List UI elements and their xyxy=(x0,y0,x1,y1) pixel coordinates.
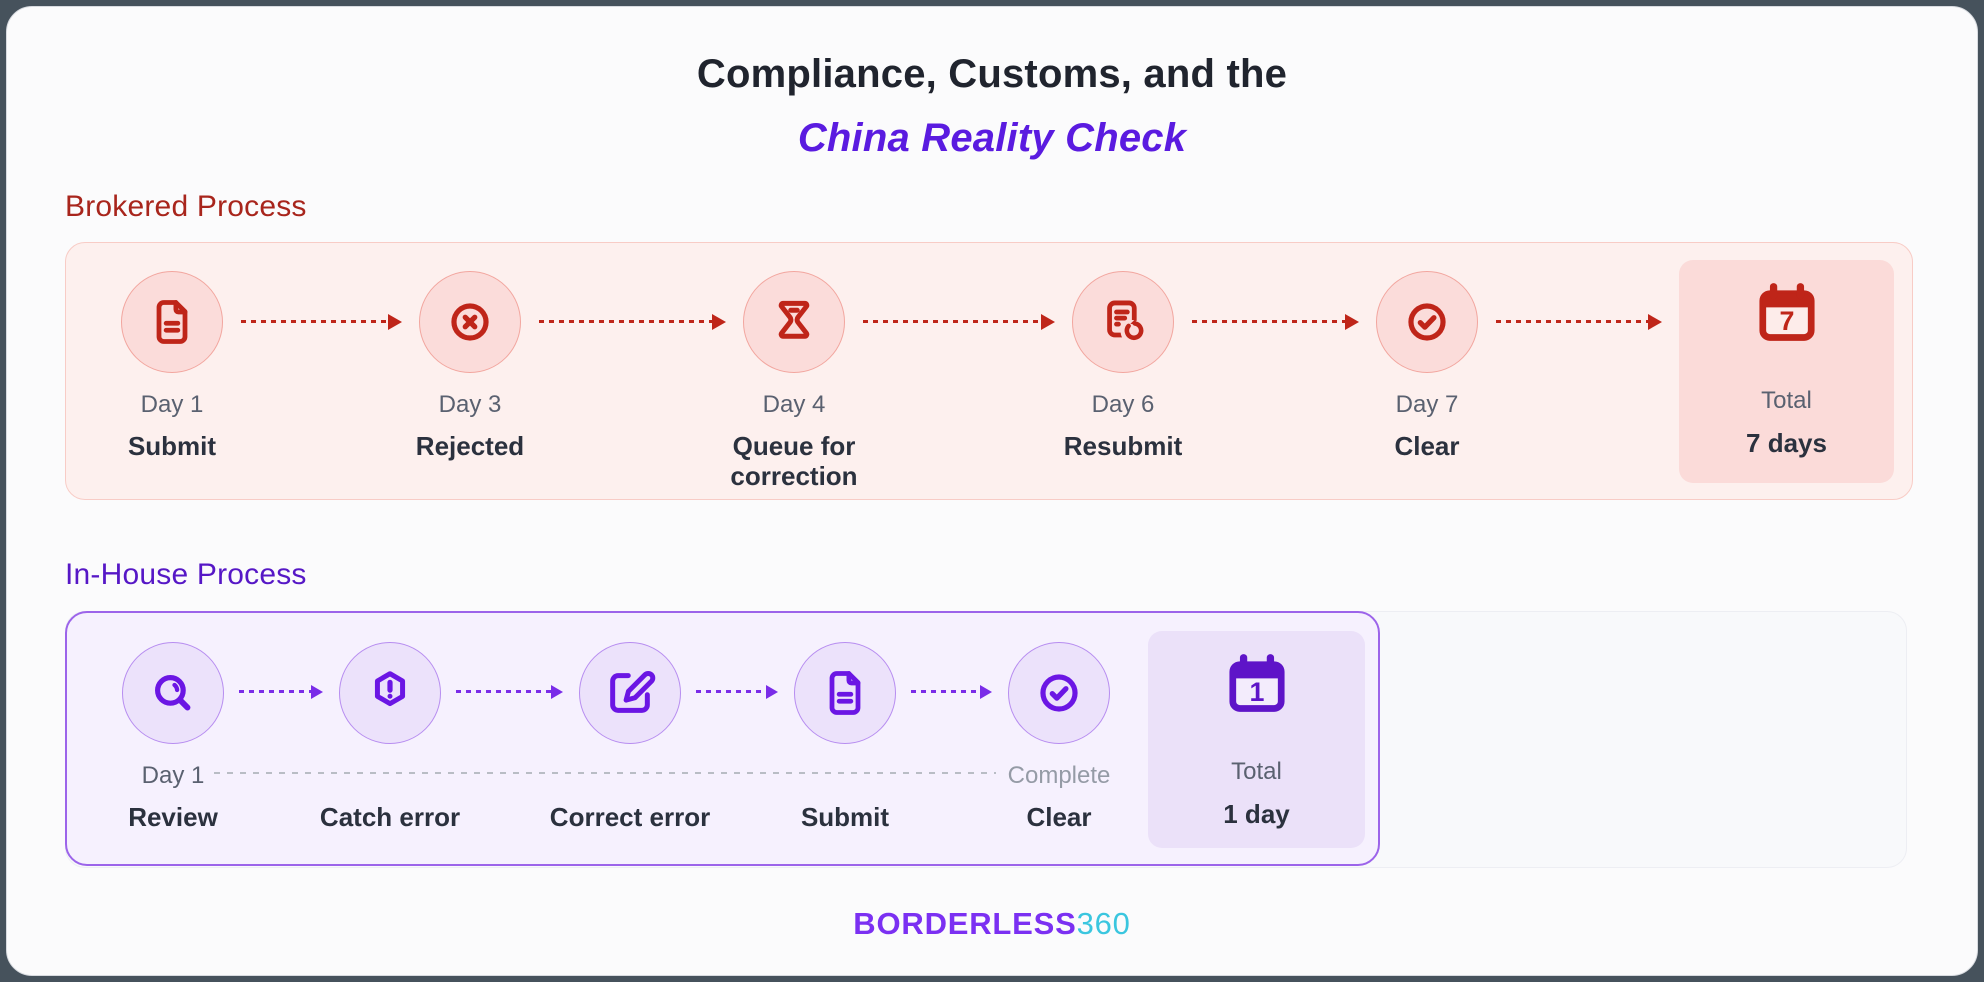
step-submit: Submit xyxy=(735,642,955,832)
x-circle-icon xyxy=(451,303,489,341)
step-name: Submit xyxy=(127,431,217,461)
hexagon-alert-icon xyxy=(374,671,406,707)
arrow-right-icon xyxy=(456,690,552,693)
step-submit: Day 1 Submit xyxy=(62,271,282,461)
search-icon xyxy=(155,675,191,711)
inhouse-process-label: In-House Process xyxy=(65,558,307,591)
step-name: Review xyxy=(128,802,218,832)
page-title-line2: China Reality Check xyxy=(797,116,1187,160)
document-refresh-icon xyxy=(1107,300,1145,344)
step-review: Day 1 Review xyxy=(63,642,283,832)
brand-name-secondary: 360 xyxy=(1076,906,1131,941)
step-circle xyxy=(339,642,441,744)
brokered-process-box: Day 1 Submit Day 3 Rejected Day 4 Queue xyxy=(65,242,1913,500)
step-correct-error: Correct error xyxy=(520,642,740,832)
check-circle-icon xyxy=(1040,674,1078,712)
step-day: Day 4 xyxy=(762,391,826,418)
check-circle-icon xyxy=(1408,303,1446,341)
timeline-dotted-line xyxy=(214,772,996,774)
total-value: 1 day xyxy=(1223,799,1290,829)
inhouse-process-box: Day 1 Review Catch error Co xyxy=(65,611,1380,866)
step-name: Rejected xyxy=(415,431,525,461)
step-day: Day 3 xyxy=(438,391,502,418)
step-name: Clear xyxy=(1394,431,1460,461)
arrow-right-icon xyxy=(863,320,1042,323)
step-queue-for-correction: Day 4 Queue for correction xyxy=(684,271,904,491)
step-rejected: Day 3 Rejected xyxy=(360,271,580,461)
inhouse-total-card: 1 Total 1 day xyxy=(1148,631,1365,848)
step-day: Day 6 xyxy=(1091,391,1155,418)
step-name: Clear xyxy=(1026,802,1092,832)
arrow-right-icon xyxy=(241,320,389,323)
total-label: Total xyxy=(1231,758,1282,785)
calendar-number: 1 xyxy=(1249,677,1264,707)
step-clear: Day 7 Clear xyxy=(1317,271,1537,461)
document-icon xyxy=(156,300,188,344)
page-title-line1: Compliance, Customs, and the xyxy=(696,52,1288,96)
step-name: Correct error xyxy=(549,802,711,832)
step-circle xyxy=(794,642,896,744)
brokered-process-label: Brokered Process xyxy=(65,190,307,223)
brokered-total-card: 7 Total 7 days xyxy=(1679,260,1894,483)
step-day: Day 7 xyxy=(1395,391,1459,418)
calendar-icon: 7 xyxy=(1758,283,1815,341)
step-circle xyxy=(579,642,681,744)
arrow-right-icon xyxy=(539,320,713,323)
step-day: Complete xyxy=(1007,762,1111,789)
step-day: Day 1 xyxy=(141,762,205,789)
brand-logo: BORDERLESS360 xyxy=(0,906,1984,942)
step-circle xyxy=(1008,642,1110,744)
calendar-icon: 1 xyxy=(1228,654,1285,712)
step-circle xyxy=(419,271,521,373)
step-resubmit: Day 6 Resubmit xyxy=(1013,271,1233,461)
step-circle xyxy=(1376,271,1478,373)
step-name: Resubmit xyxy=(1063,431,1183,461)
arrow-right-icon xyxy=(1496,320,1649,323)
step-name: Queue for correction xyxy=(730,431,858,492)
arrow-right-icon xyxy=(911,690,981,693)
total-label: Total xyxy=(1761,387,1812,414)
arrow-right-icon xyxy=(239,690,312,693)
step-catch-error: Catch error xyxy=(280,642,500,832)
calendar-number: 7 xyxy=(1779,306,1794,336)
step-day: Day 1 xyxy=(140,391,204,418)
step-name: Catch error xyxy=(319,802,461,832)
step-circle xyxy=(743,271,845,373)
total-value: 7 days xyxy=(1746,428,1827,458)
brand-name-primary: BORDERLESS xyxy=(853,906,1077,941)
step-circle xyxy=(122,642,224,744)
step-name: Submit xyxy=(800,802,890,832)
document-icon xyxy=(829,671,861,715)
arrow-right-icon xyxy=(1192,320,1346,323)
step-clear: Complete Clear xyxy=(949,642,1169,832)
step-circle xyxy=(121,271,223,373)
edit-icon xyxy=(610,670,656,713)
hourglass-icon xyxy=(778,300,810,339)
arrow-right-icon xyxy=(696,690,767,693)
step-circle xyxy=(1072,271,1174,373)
